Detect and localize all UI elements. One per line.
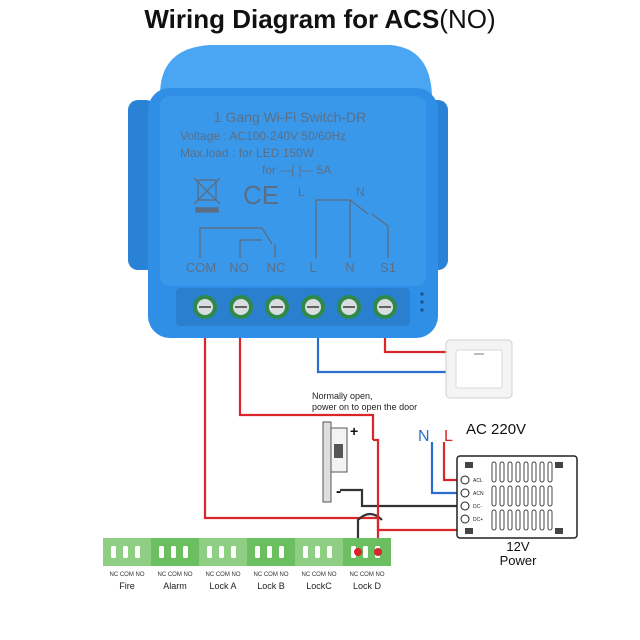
controller-pin [315,546,320,558]
status-led-dots [420,292,424,312]
mains-ac-label: AC 220V [466,421,526,438]
mains-n: N [418,428,430,445]
diagram-title: Wiring Diagram for ACS(NO) [0,4,640,35]
controller-pin [135,546,140,558]
module-max-load-2: for ---[ ]--- 5A [262,163,331,177]
module-top-cap [160,45,432,95]
terminal-label-nc: NC [267,260,286,275]
wire-mains-n [430,442,460,495]
terminal-label-no: NO [229,260,249,275]
module-voltage: Voltage : AC100-240V 50/60Hz [180,129,346,143]
wire-lock-minus [340,488,460,508]
controller-channel-pins: NC COM NO [254,572,289,578]
controller-pin [279,546,284,558]
psu-terminals [460,475,470,524]
module-max-load: Max.load : for LED 150W [180,146,315,160]
screw-com [193,295,217,319]
controller-channel-pins: NC COM NO [158,572,193,578]
controller-pin [351,546,356,558]
internal-l-label: L [298,185,305,199]
controller-pin [171,546,176,558]
title-suffix: (NO) [439,4,496,34]
terminal-screws [193,295,397,319]
controller-channel-name: Alarm [163,581,187,591]
module-name: 1 Gang Wi-Fi Switch-DR [214,109,366,125]
controller-channel-pins: NC COM NO [302,572,337,578]
lock-plus: + [350,423,358,439]
controller-pin [183,546,188,558]
door-lock: + - [322,421,358,503]
screw-s1 [373,295,397,319]
annotation-line-2: power on to open the door [312,402,417,412]
psu-terminal-dcminus: DC- [473,504,482,510]
screw-nc [265,295,289,319]
psu-label-power: Power [500,553,538,568]
terminal-label-l: L [309,260,316,275]
terminal-label-n: N [345,260,354,275]
relay-schematic [199,199,389,258]
controller-channel-name: Lock D [353,581,382,591]
controller-pin [219,546,224,558]
controller-channel-pins: NC COM NO [206,572,241,578]
lockd-wired-terminal [374,548,382,556]
controller-pin [123,546,128,558]
terminal-label-s1: S1 [380,260,396,275]
screw-l [301,295,325,319]
controller-pin [327,546,332,558]
screw-no [229,295,253,319]
module-face [160,96,426,286]
psu-terminal-dcplus: DC+ [473,517,483,523]
annotation-line-1: Normally open, [312,391,373,401]
controller-channel-pins: NC COM NO [350,572,385,578]
switch-module: 1 Gang Wi-Fi Switch-DR Voltage : AC100-2… [128,45,448,338]
psu-terminal-acl: ACL [473,478,483,484]
controller-pin [363,546,368,558]
internal-n-label: N [356,185,365,199]
lock-minus: - [336,483,341,500]
wire-lockd-black [356,512,383,540]
controller-pin [111,546,116,558]
controller-channel-name: Lock B [257,581,285,591]
wire-mains-l [442,442,460,482]
weee-bin-icon [193,177,221,213]
psu-terminal-acn: ACN [473,491,484,497]
terminal-labels: COM NO NC L N S1 [186,260,396,275]
wall-switch [445,339,513,399]
controller-pin [159,546,164,558]
controller-channel-pins: NC COM NO [110,572,145,578]
psu-vents [491,461,553,531]
screw-n [337,295,361,319]
controller-pin [207,546,212,558]
controller-pin [255,546,260,558]
controller-channel-name: LockC [306,581,332,591]
title-main: Wiring Diagram for ACS [144,4,440,34]
mains-l: L [444,428,453,445]
lockd-wired-terminal [354,548,362,556]
controller-pin [303,546,308,558]
power-supply: ACL ACN DC- DC+ [456,455,578,539]
controller-pin [267,546,272,558]
controller-channel-name: Lock A [209,581,236,591]
wire-n-blue [316,330,450,374]
psu-label-12v: 12V [506,539,529,554]
wire-no-to-lock-plus [238,330,375,440]
ce-mark: CE [243,180,279,210]
access-controller-strip: NC COM NO Fire NC COM NO Alarm NC COM NO Lock… [103,538,391,591]
controller-channel-name: Fire [119,581,135,591]
terminal-label-com: COM [186,260,216,275]
wire-dcplus [373,438,460,532]
controller-pin [231,546,236,558]
